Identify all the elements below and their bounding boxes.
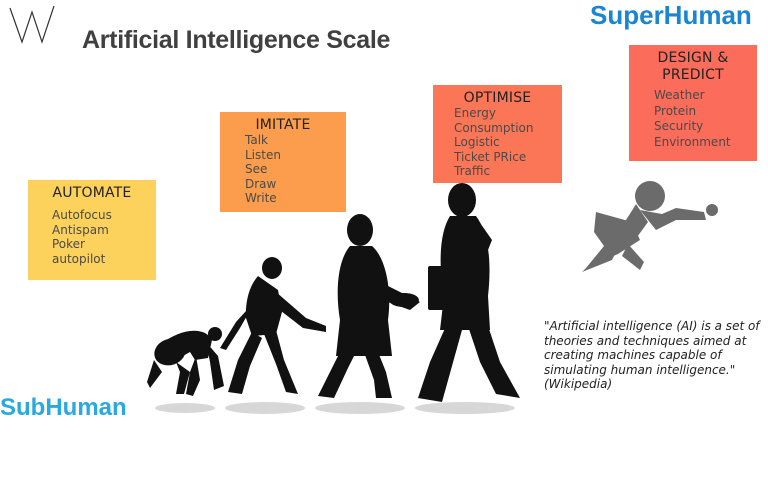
list-item: Logistic	[454, 135, 500, 150]
quote-text: "Artificial intelligence (AI) is a set o…	[544, 319, 760, 377]
hunched-figure-silhouette	[220, 257, 326, 394]
list-item: autopilot	[52, 251, 106, 266]
list-item: Consumption	[454, 120, 534, 135]
list-item: Write	[245, 191, 277, 206]
list-item: Autofocus	[52, 208, 112, 222]
imitate-heading: IMITATE	[255, 117, 311, 133]
list-item: Talk	[245, 133, 268, 147]
w-logo-icon	[9, 5, 55, 44]
list-item: Weather	[654, 88, 705, 102]
modern-human-silhouette	[418, 183, 520, 402]
list-item: Antispam	[52, 222, 109, 237]
design-heading-line1: DESIGN &	[657, 50, 729, 66]
list-item: Ticket PRice	[454, 149, 527, 164]
design-predict-box: DESIGN & PREDICT Weather Protein Securit…	[629, 45, 757, 161]
list-item: Listen	[245, 147, 281, 162]
automate-box: AUTOMATE Autofocus Antispam Poker autopi…	[28, 180, 156, 280]
flying-superhero-icon	[582, 181, 718, 272]
design-predict-list: Weather Protein Security Environment	[654, 88, 757, 150]
ai-definition-quote: "Artificial intelligence (AI) is a set o…	[544, 319, 768, 392]
list-item: Protein	[654, 103, 697, 118]
list-item: Energy	[454, 106, 497, 120]
optimise-list: Energy Consumption Logistic Ticket PRice…	[454, 106, 562, 179]
list-item: Security	[654, 119, 704, 133]
list-item: Environment	[654, 134, 731, 149]
list-item: See	[245, 162, 268, 177]
crawling-figure-silhouette	[147, 327, 224, 396]
superhuman-label: SuperHuman	[590, 0, 752, 30]
optimise-heading: OPTIMISE	[463, 90, 532, 106]
design-heading-line2: PREDICT	[662, 67, 724, 83]
optimise-box: OPTIMISE Energy Consumption Logistic Tic…	[433, 85, 562, 183]
list-item: Poker	[52, 237, 85, 252]
imitate-list: Talk Listen See Draw Write	[245, 133, 346, 206]
design-predict-heading: DESIGN & PREDICT	[629, 50, 757, 84]
automate-list: Autofocus Antispam Poker autopilot	[52, 208, 156, 266]
list-item: Traffic	[454, 164, 491, 179]
page-title: Artificial Intelligence Scale	[82, 26, 391, 54]
subhuman-label: SubHuman	[0, 394, 127, 421]
silhouette-reflection	[155, 402, 515, 414]
quote-source: (Wikipedia)	[544, 377, 613, 392]
list-item: Draw	[245, 176, 277, 191]
automate-heading: AUTOMATE	[52, 185, 132, 201]
early-human-silhouette	[318, 214, 420, 398]
imitate-box: IMITATE Talk Listen See Draw Write	[220, 112, 346, 212]
